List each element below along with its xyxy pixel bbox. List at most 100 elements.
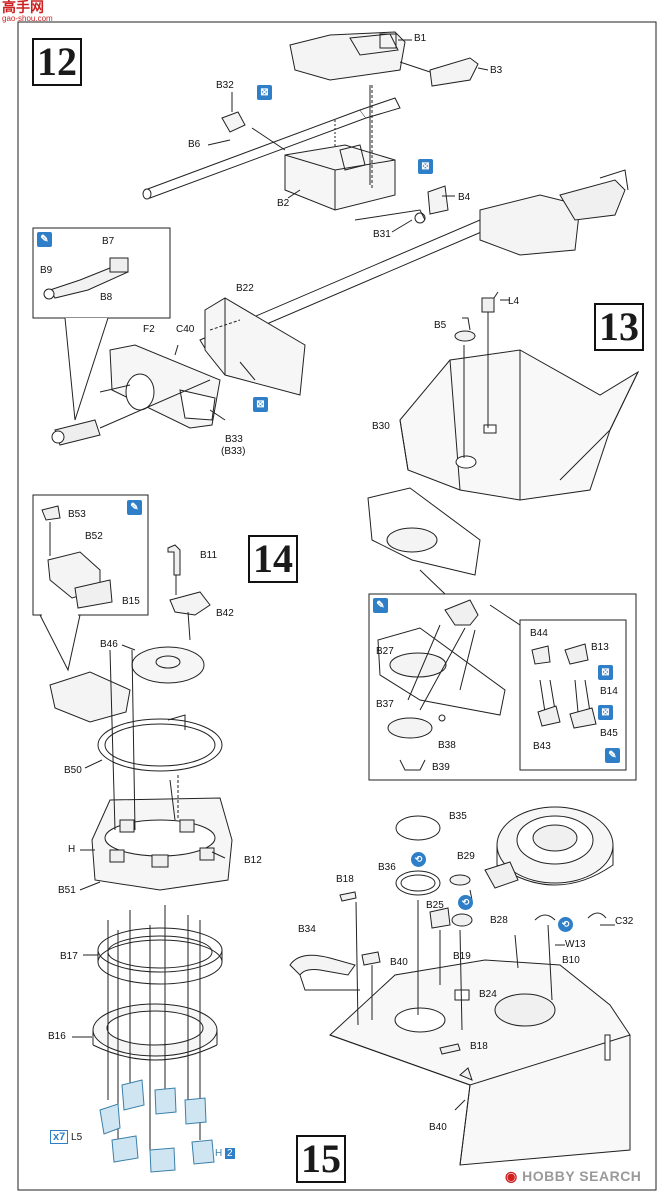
label-b33-paren: (B33) xyxy=(221,446,246,457)
label-b39: B39 xyxy=(432,762,450,773)
label-b51: B51 xyxy=(58,885,76,896)
label-b45: B45 xyxy=(600,728,618,739)
periscope-assembly xyxy=(49,671,131,723)
hull-plate-b30 xyxy=(399,349,640,501)
label-w13: W13 xyxy=(565,939,586,950)
ring-b17 xyxy=(97,927,223,985)
watermark-top: 高手网 gao-shou.com xyxy=(2,0,53,25)
cupola-assembled xyxy=(484,806,614,889)
ring-b16 xyxy=(92,1003,218,1061)
label-b31: B31 xyxy=(373,229,391,240)
cupola-h xyxy=(91,797,233,891)
label-h: H xyxy=(68,844,76,855)
label-b7: B7 xyxy=(102,236,115,247)
label-b9: B9 xyxy=(40,265,53,276)
label-b35: B35 xyxy=(449,811,467,822)
label-b43: B43 xyxy=(533,741,551,752)
label-b11: B11 xyxy=(200,550,218,561)
label-b15: B15 xyxy=(122,596,140,607)
detail-bubble-b53 xyxy=(32,494,149,672)
paint-brush-icon: ✎ xyxy=(605,748,620,763)
watermark-brand: 高手网 xyxy=(2,0,44,15)
part-b11 xyxy=(167,544,181,576)
part-f2 xyxy=(109,344,221,429)
step-number-12: 12 xyxy=(32,38,82,86)
label-b16: B16 xyxy=(48,1031,66,1042)
watermark-bottom-brand: HOBBY SEARCH xyxy=(522,1168,642,1184)
gun-barrel-assembled xyxy=(199,169,629,351)
cement-icon: ⊠ xyxy=(257,85,272,100)
quantity-l5: x7 L5 xyxy=(50,1130,82,1144)
label-c32: C32 xyxy=(615,916,634,927)
label-b32: B32 xyxy=(216,80,234,91)
label-b34: B34 xyxy=(298,924,316,935)
ring-b50 xyxy=(97,714,223,772)
watermark-url: gao-shou.com xyxy=(2,14,53,23)
label-b29: B29 xyxy=(457,851,475,862)
label-b10: B10 xyxy=(562,955,580,966)
detail-bubble-b27 xyxy=(368,569,637,781)
label-f2: F2 xyxy=(143,324,155,335)
label-b18-lower: B18 xyxy=(470,1041,488,1052)
watermark-bottom: ◉ HOBBY SEARCH xyxy=(505,1168,641,1185)
label-b18: B18 xyxy=(336,874,354,885)
label-b42: B42 xyxy=(216,608,234,619)
label-b28: B28 xyxy=(490,915,508,926)
label-b52: B52 xyxy=(85,531,103,542)
cement-icon: ⊠ xyxy=(598,705,613,720)
cradle-b2 xyxy=(284,144,396,211)
part-b42 xyxy=(169,591,211,616)
label-b5: B5 xyxy=(434,320,447,331)
part-b4 xyxy=(427,185,449,215)
page-frame xyxy=(17,21,657,1191)
label-b38: B38 xyxy=(438,740,456,751)
label-b40-lower: B40 xyxy=(429,1122,447,1133)
paint-brush-icon: ✎ xyxy=(37,232,52,247)
label-b6: B6 xyxy=(188,139,201,150)
hatch-panel xyxy=(367,487,481,576)
detail-bubble-b7 xyxy=(32,227,171,421)
part-c32 xyxy=(587,912,607,919)
label-b27: B27 xyxy=(376,646,394,657)
label-b40: B40 xyxy=(390,957,408,968)
label-b8: B8 xyxy=(100,292,113,303)
label-b24: B24 xyxy=(479,989,497,1000)
label-l5: L5 xyxy=(71,1132,83,1143)
label-b53: B53 xyxy=(68,509,86,520)
step-number-14: 14 xyxy=(248,535,298,583)
label-b44: B44 xyxy=(530,628,548,639)
part-b25 xyxy=(429,907,451,929)
label-b37: B37 xyxy=(376,699,394,710)
mantlet-b1 xyxy=(289,31,406,81)
quantity-badge: x7 xyxy=(50,1130,69,1144)
label-h2-letter: H xyxy=(215,1148,223,1159)
turret-roof-hull xyxy=(329,959,631,1166)
label-b19: B19 xyxy=(453,951,471,962)
cement-icon: ⊠ xyxy=(598,665,613,680)
label-b3: B3 xyxy=(490,65,503,76)
label-b14: B14 xyxy=(600,686,618,697)
label-l4: L4 xyxy=(508,296,520,307)
label-b30: B30 xyxy=(372,421,390,432)
rotate-icon: ⟲ xyxy=(411,852,426,867)
part-w13 xyxy=(534,914,556,921)
label-b46: B46 xyxy=(100,639,118,650)
hobby-search-logo-icon: ◉ xyxy=(505,1168,518,1184)
housing-b22 xyxy=(204,297,306,396)
label-b17: B17 xyxy=(60,951,78,962)
label-b50: B50 xyxy=(64,765,82,776)
label-b33: B33 xyxy=(225,434,243,445)
label-h2-number: 2 xyxy=(225,1148,235,1159)
part-b29 xyxy=(449,874,471,886)
part-b3 xyxy=(429,57,479,87)
part-b35 xyxy=(395,815,441,841)
label-c40: C40 xyxy=(176,324,195,335)
part-b40 xyxy=(361,951,381,966)
periscopes-l5 xyxy=(99,1079,215,1173)
label-h2: H 2 xyxy=(215,1148,235,1159)
label-b13: B13 xyxy=(591,642,609,653)
part-b18 xyxy=(339,891,357,902)
label-b1: B1 xyxy=(414,33,427,44)
